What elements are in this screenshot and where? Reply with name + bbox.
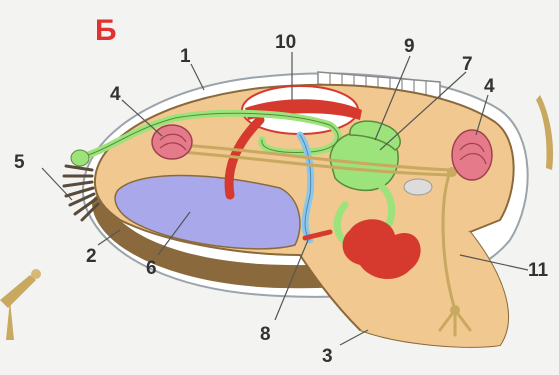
label-9: 9 (404, 36, 415, 57)
label-7: 7 (462, 54, 473, 75)
label-11: 11 (528, 260, 549, 281)
label-6: 6 (146, 258, 157, 279)
label-8: 8 (260, 324, 271, 345)
figure-label: Б (95, 14, 117, 47)
label-4-anterior: 4 (110, 84, 121, 105)
anal-opening (71, 150, 89, 166)
side-fragment-right (536, 95, 553, 170)
pedal-ganglion (450, 305, 460, 315)
label-3: 3 (322, 346, 333, 367)
adductor-muscle-posterior (452, 130, 492, 180)
label-2: 2 (86, 246, 97, 267)
label-5: 5 (14, 152, 25, 173)
label-10: 10 (275, 32, 296, 53)
side-fragment-left (0, 269, 41, 340)
label-1: 1 (180, 46, 191, 67)
label-4-posterior: 4 (484, 76, 495, 97)
statocyst (404, 179, 432, 195)
adductor-muscle-anterior (152, 125, 192, 159)
